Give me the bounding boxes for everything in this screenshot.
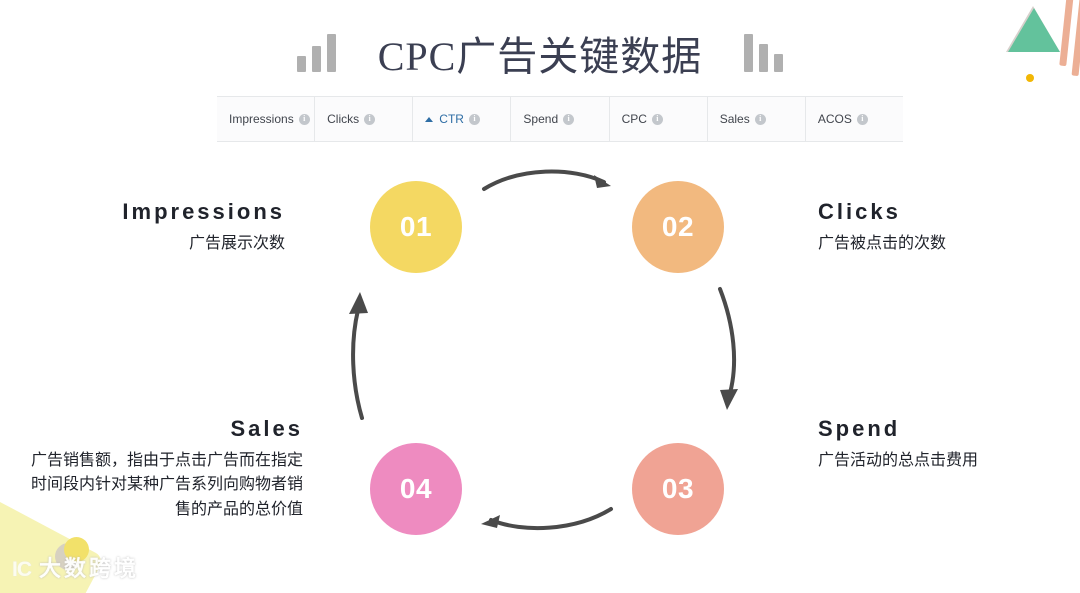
cycle-step-number: 02 bbox=[661, 211, 695, 242]
sort-ascending-icon[interactable] bbox=[425, 116, 434, 122]
table-column-label: Spend bbox=[523, 112, 559, 126]
cycle-label-title: Sales bbox=[230, 416, 303, 441]
info-icon[interactable]: i bbox=[754, 113, 766, 125]
yellow-circle-decoration bbox=[64, 537, 89, 562]
cycle-label-description: 广告展示次数 bbox=[188, 234, 285, 252]
arrow-right-down-icon bbox=[718, 287, 738, 410]
table-column-sales[interactable]: Sales i bbox=[706, 97, 805, 141]
table-column-label: Impressions bbox=[229, 112, 294, 126]
cycle-label-impressions: Impressions 广告展示次数 bbox=[40, 198, 285, 256]
info-icon[interactable]: i bbox=[563, 113, 575, 125]
cycle-label-description: 广告活动的总点击费用 bbox=[818, 451, 979, 469]
cycle-step-circle-01[interactable]: 01 bbox=[370, 181, 462, 273]
green-triangle-decoration bbox=[1008, 8, 1060, 52]
page-title-row: CPC广告关键数据 bbox=[0, 24, 1080, 82]
metrics-table-header: Impressions i Clicks i CTR i Spend i CPC… bbox=[217, 96, 903, 142]
table-column-clicks[interactable]: Clicks i bbox=[314, 97, 412, 141]
cycle-label-spend: Spend 广告活动的总点击费用 bbox=[818, 415, 1068, 473]
table-column-label: Sales bbox=[719, 112, 750, 126]
table-column-label: CPC bbox=[621, 112, 647, 126]
arrow-left-up-icon bbox=[349, 292, 368, 420]
cycle-label-clicks: Clicks 广告被点击的次数 bbox=[818, 198, 1068, 256]
cycle-label-description: 广告被点击的次数 bbox=[818, 234, 947, 252]
cycle-step-number: 01 bbox=[399, 211, 433, 242]
cycle-step-number: 03 bbox=[661, 473, 695, 504]
cycle-label-title: Spend bbox=[818, 416, 901, 441]
cycle-label-description: 广告销售额，指由于点击广告而在指定时间段内针对某种广告系列向购物者销售的产品的总… bbox=[30, 451, 303, 519]
info-icon[interactable]: i bbox=[364, 113, 376, 125]
arrow-top-right-icon bbox=[482, 169, 611, 191]
table-column-label: ACOS bbox=[817, 112, 852, 126]
table-column-label: Clicks bbox=[327, 112, 360, 126]
cycle-step-circle-03[interactable]: 03 bbox=[632, 443, 724, 535]
info-icon[interactable]: i bbox=[468, 113, 480, 125]
cycle-label-sales: Sales 广告销售额，指由于点击广告而在指定时间段内针对某种广告系列向购物者销… bbox=[18, 415, 303, 523]
cycle-step-circle-02[interactable]: 02 bbox=[632, 181, 724, 273]
cycle-label-title: Clicks bbox=[818, 199, 901, 224]
cycle-step-number: 04 bbox=[399, 473, 433, 504]
table-column-cpc[interactable]: CPC i bbox=[608, 97, 707, 141]
yellow-dot-decoration bbox=[1026, 74, 1034, 82]
table-column-impressions[interactable]: Impressions i bbox=[217, 97, 314, 141]
table-column-label: CTR bbox=[439, 112, 464, 126]
info-icon[interactable]: i bbox=[856, 113, 868, 125]
info-icon[interactable]: i bbox=[298, 113, 310, 125]
page-title: CPC广告关键数据 bbox=[377, 34, 703, 79]
cycle-label-title: Impressions bbox=[122, 199, 285, 224]
table-column-spend[interactable]: Spend i bbox=[510, 97, 608, 141]
bar-chart-descending-icon bbox=[744, 34, 784, 72]
cycle-step-circle-04[interactable]: 04 bbox=[370, 443, 462, 535]
bar-chart-ascending-icon bbox=[296, 34, 336, 72]
table-column-ctr[interactable]: CTR i bbox=[412, 97, 510, 141]
table-column-acos[interactable]: ACOS i bbox=[804, 97, 903, 141]
arrow-bottom-left-icon bbox=[481, 507, 613, 531]
info-icon[interactable]: i bbox=[651, 113, 663, 125]
